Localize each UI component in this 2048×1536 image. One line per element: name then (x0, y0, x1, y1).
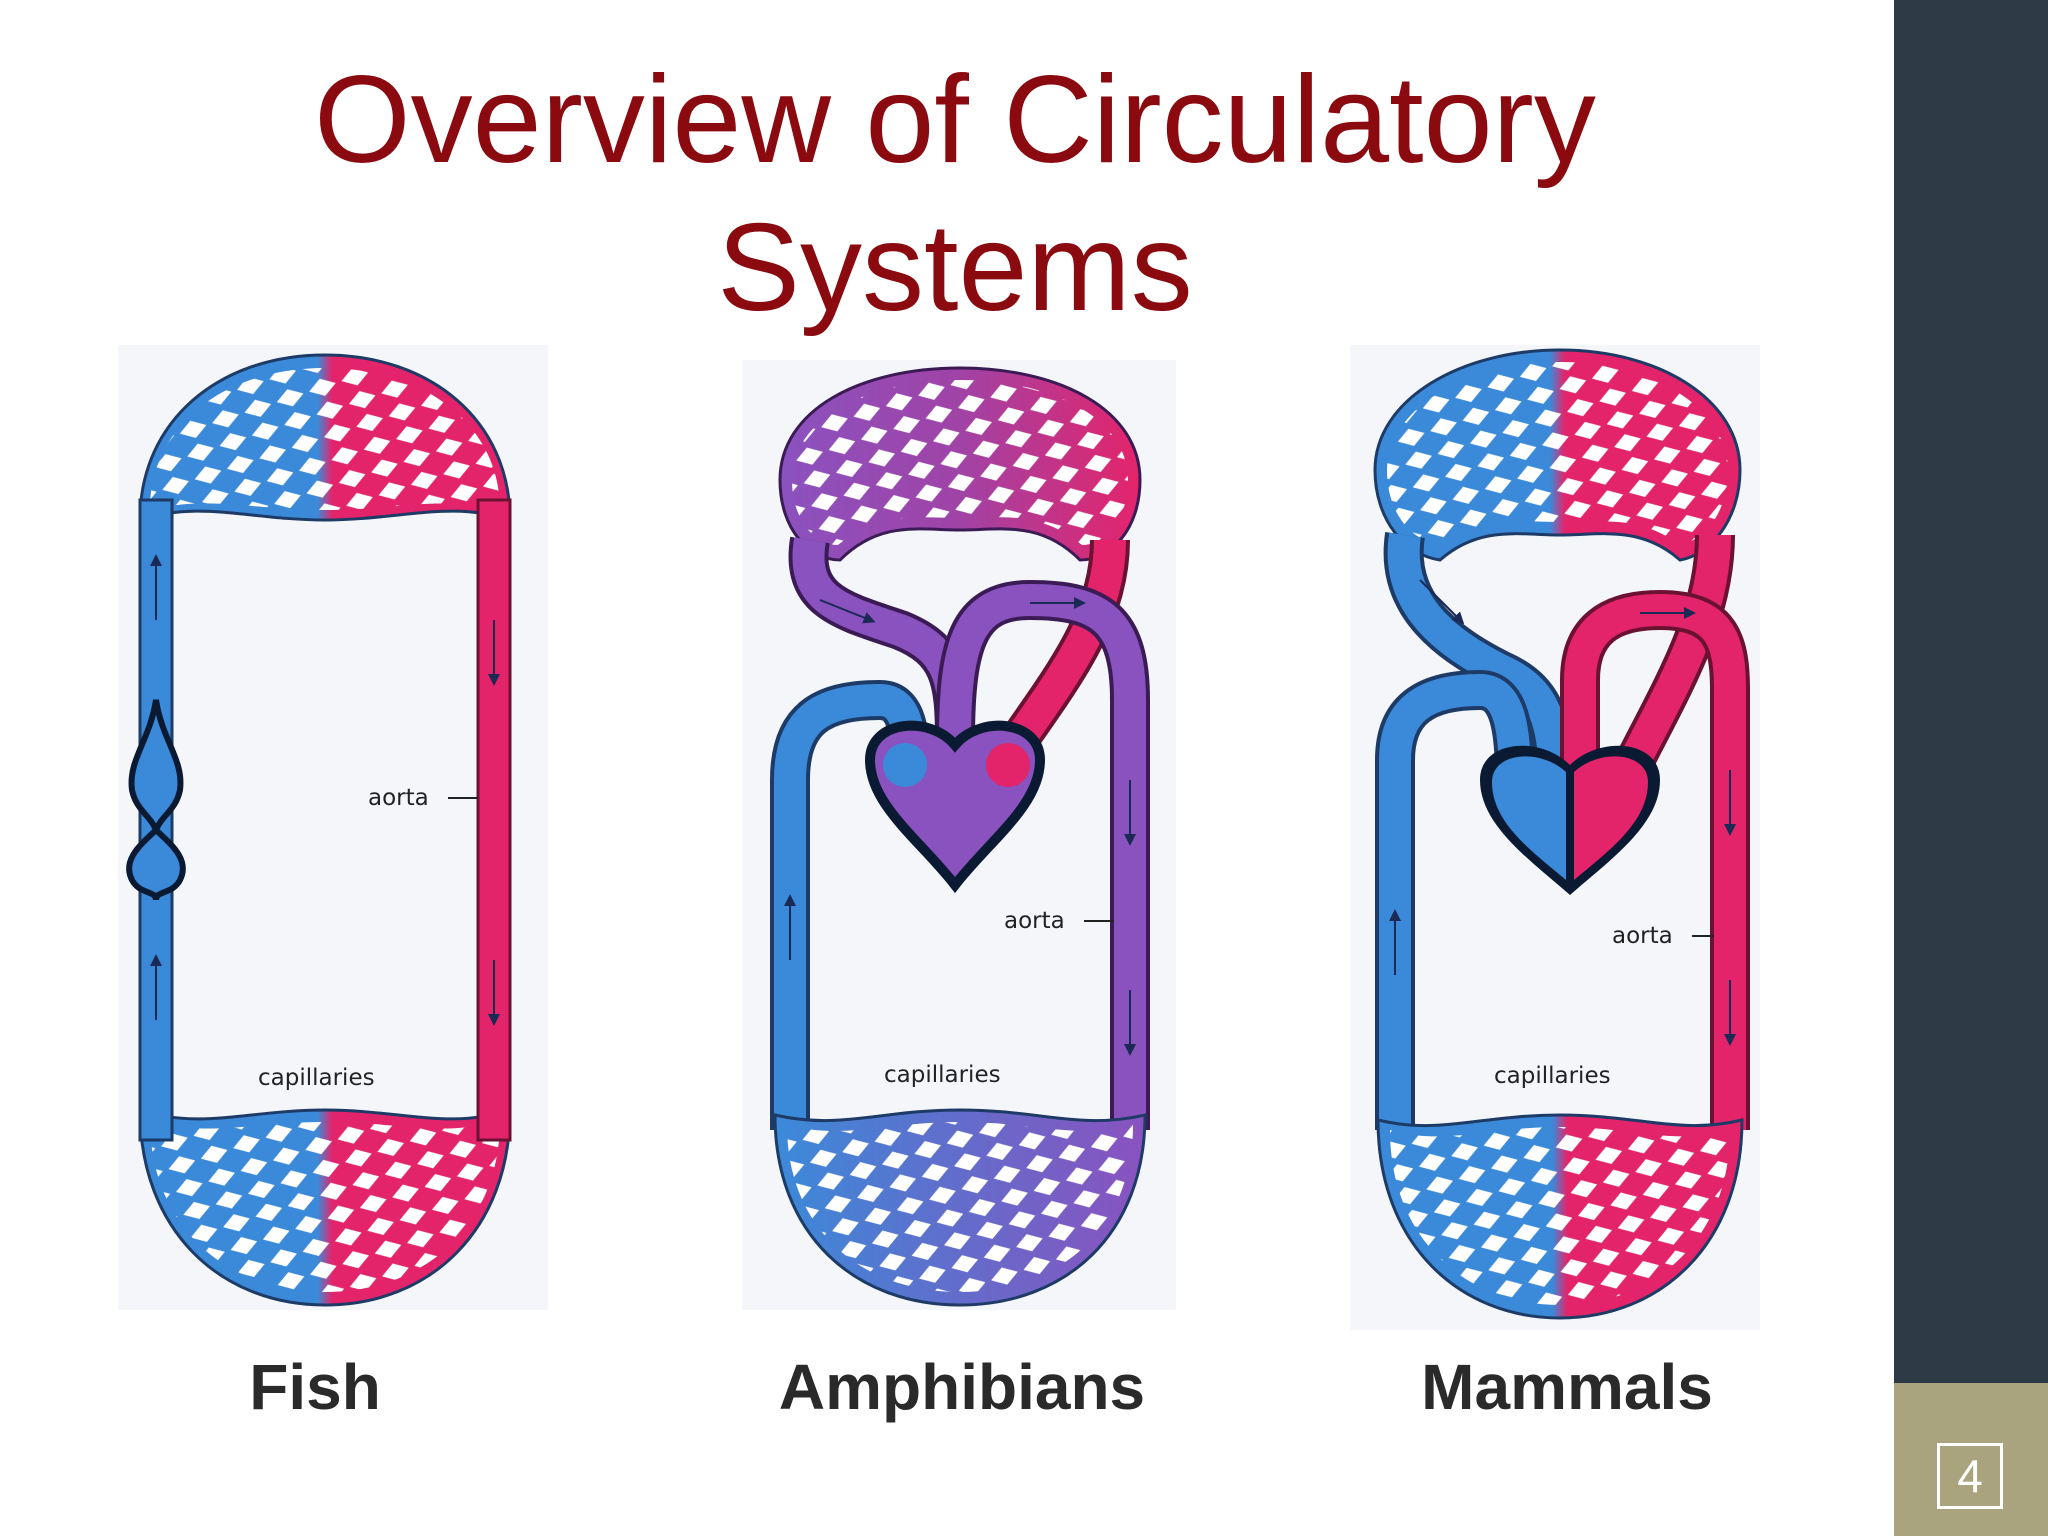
mammal-aorta (1564, 593, 1746, 1130)
mammal-diagram: aorta capillaries (1350, 345, 1760, 1330)
mammal-vein (1379, 673, 1531, 1130)
slide-number: 4 (1937, 1443, 2003, 1509)
amphibians-caption: Amphibians (778, 1351, 1146, 1423)
amphibian-diagram: aorta capillaries (742, 360, 1176, 1310)
fish-caption: Fish (249, 1351, 381, 1423)
slide-title: Overview of Circulatory Systems (150, 46, 1760, 342)
fish-heart-icon (126, 699, 186, 901)
title-line-1: Overview of Circulatory (314, 51, 1596, 189)
amphibian-aorta (939, 583, 1146, 1130)
title-line-2: Systems (717, 199, 1193, 337)
fish-capillaries-label: capillaries (258, 1065, 375, 1091)
amphibian-aorta-label: aorta (1004, 908, 1065, 934)
amphibian-capillaries-label: capillaries (884, 1062, 1001, 1088)
fish-aorta-label: aorta (368, 785, 429, 811)
sidebar-panel (1894, 0, 2048, 1383)
sidebar-accent-block (1894, 1383, 2048, 1536)
mammal-aorta-label: aorta (1612, 923, 1673, 949)
mammals-caption: Mammals (1421, 1351, 1713, 1423)
fish-diagram: aorta capillaries (118, 345, 548, 1310)
circulatory-diagram: aorta capillaries (118, 345, 1760, 1330)
fish-aorta (476, 498, 512, 1142)
mammal-capillaries-label: capillaries (1494, 1063, 1611, 1089)
